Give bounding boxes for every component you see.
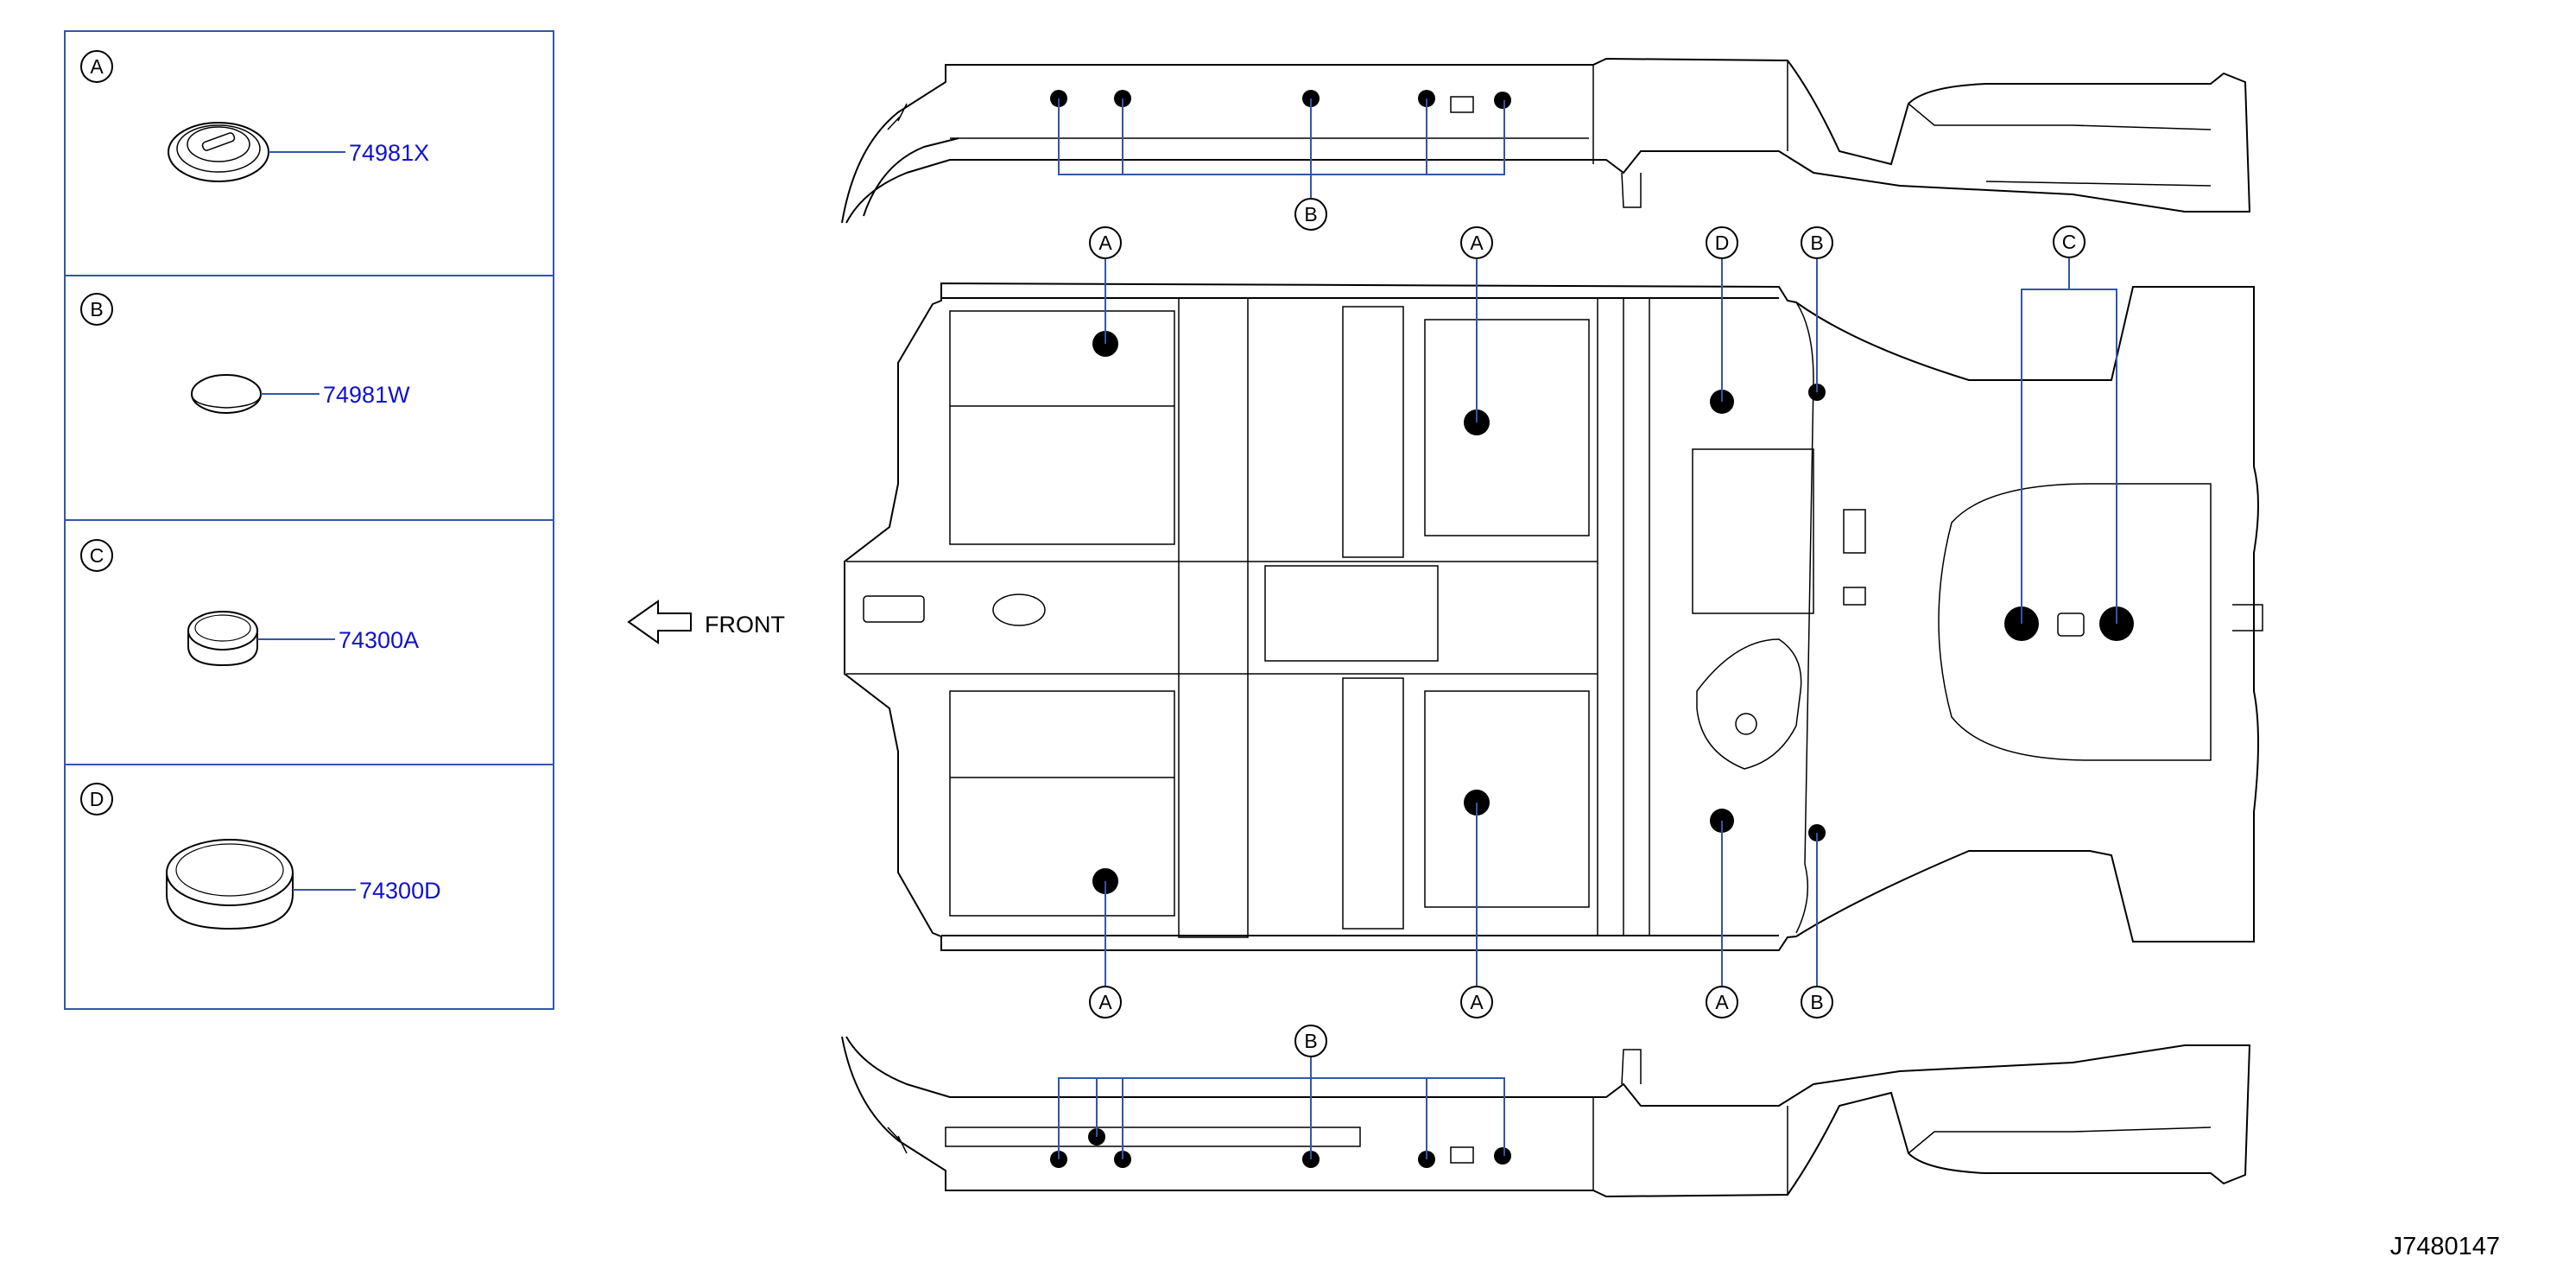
legend-panel: A 74981X B 74981W C (64, 30, 554, 1010)
callout-floor-a-bottom-rear: A (1706, 986, 1738, 1019)
side-member-top-view (841, 57, 2251, 224)
legend-letter-a: A (90, 55, 104, 78)
legend-item-a: A 74981X (80, 50, 429, 182)
plug-74981x-icon (168, 122, 269, 182)
side-member-bottom-view (841, 1036, 2251, 1198)
legend-item-d: D 74300D (80, 783, 441, 930)
floor-plugs: A A D B C A A A (1089, 225, 2134, 1019)
front-direction-arrow: FRONT (627, 600, 785, 644)
legend-item-b: B 74981W (80, 293, 410, 414)
legend-letter-d: D (90, 788, 104, 810)
legend-letter-c: C (90, 544, 104, 567)
callout-floor-a-bottom-front: A (1089, 986, 1122, 1019)
callout-floor-a-front: A (1089, 226, 1122, 259)
floor-panel-view (844, 282, 2263, 951)
callout-floor-b-top: B (1801, 226, 1833, 259)
callout-floor-a-rear: A (1460, 226, 1493, 259)
plug-74300a-icon (187, 611, 258, 667)
svg-text:A: A (1098, 232, 1112, 254)
callout-floor-c: C (2053, 225, 2085, 258)
part-number-74981w: 74981W (323, 382, 410, 408)
callout-floor-b-bottom: B (1801, 986, 1833, 1019)
part-number-74300d: 74300D (359, 878, 441, 904)
svg-text:D: D (1715, 232, 1730, 254)
plug-74300d-icon (166, 839, 294, 930)
svg-text:A: A (1098, 991, 1112, 1013)
callout-floor-d: D (1706, 226, 1738, 259)
top-side-b-plugs: B (1050, 90, 1511, 231)
part-number-74300a: 74300A (339, 627, 419, 653)
diagram-id: J7480147 (2390, 1233, 2500, 1260)
svg-text:A: A (1470, 232, 1484, 254)
callout-top-side-b: B (1304, 203, 1317, 225)
callout-floor-a-bottom-mid: A (1460, 986, 1493, 1019)
svg-text:A: A (1715, 991, 1729, 1013)
bottom-side-b-plugs: B (1050, 1025, 1511, 1168)
svg-text:A: A (1470, 991, 1484, 1013)
callout-bottom-side-b: B (1304, 1030, 1317, 1052)
part-number-74981x: 74981X (349, 140, 429, 166)
plug-74981w-icon (191, 374, 262, 414)
svg-text:C: C (2062, 231, 2077, 253)
svg-text:B: B (1810, 232, 1823, 254)
svg-text:B: B (1810, 991, 1823, 1013)
legend-item-c: C 74300A (80, 539, 419, 667)
legend-letter-b: B (90, 298, 103, 320)
front-label: FRONT (705, 612, 785, 638)
